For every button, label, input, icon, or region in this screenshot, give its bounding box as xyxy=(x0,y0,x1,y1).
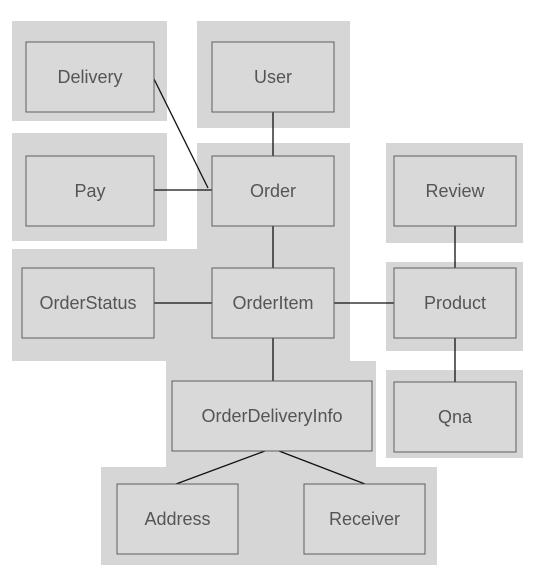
node-order-status[interactable]: OrderStatus xyxy=(21,267,155,339)
node-box xyxy=(171,380,373,452)
node-order-delivery-info[interactable]: OrderDeliveryInfo xyxy=(171,380,373,452)
node-receiver[interactable]: Receiver xyxy=(303,483,426,555)
node-box xyxy=(25,41,155,113)
node-address[interactable]: Address xyxy=(116,483,239,555)
node-review[interactable]: Review xyxy=(393,155,517,227)
node-label: User xyxy=(254,67,292,87)
node-box xyxy=(393,267,517,339)
edge-order-delivery-info-to-receiver xyxy=(278,450,366,485)
node-label: OrderDeliveryInfo xyxy=(201,406,342,426)
node-box xyxy=(211,41,335,113)
node-box xyxy=(211,267,335,339)
node-label: Receiver xyxy=(329,509,400,529)
node-product[interactable]: Product xyxy=(393,267,517,339)
node-label: Review xyxy=(425,181,485,201)
node-label: OrderItem xyxy=(232,293,313,313)
node-label: Qna xyxy=(438,407,473,427)
node-box xyxy=(21,267,155,339)
node-box xyxy=(211,155,335,227)
node-box xyxy=(393,381,517,453)
node-box xyxy=(303,483,426,555)
node-qna[interactable]: Qna xyxy=(393,381,517,453)
edges xyxy=(153,78,456,485)
node-user[interactable]: User xyxy=(211,41,335,113)
node-box xyxy=(393,155,517,227)
node-label: Pay xyxy=(74,181,105,201)
node-box xyxy=(116,483,239,555)
node-pay[interactable]: Pay xyxy=(25,155,155,227)
node-label: Address xyxy=(144,509,210,529)
node-order-item[interactable]: OrderItem xyxy=(211,267,335,339)
node-box xyxy=(25,155,155,227)
edge-order-delivery-info-to-address xyxy=(175,450,266,485)
node-order[interactable]: Order xyxy=(211,155,335,227)
node-delivery[interactable]: Delivery xyxy=(25,41,155,113)
edge-delivery-to-order xyxy=(153,78,209,189)
node-label: OrderStatus xyxy=(39,293,136,313)
node-label: Delivery xyxy=(57,67,122,87)
node-label: Order xyxy=(250,181,296,201)
node-label: Product xyxy=(424,293,486,313)
